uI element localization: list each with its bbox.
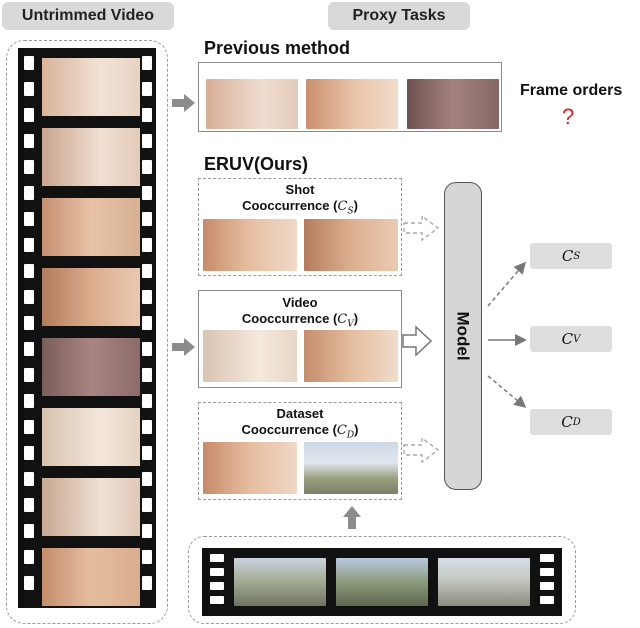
video-frame-2: [42, 128, 140, 186]
video-thumb-2: [304, 330, 398, 382]
previous-thumb-1: [206, 79, 298, 129]
video-frame-4: [42, 268, 140, 326]
dataset-frame-3: [438, 558, 530, 606]
shot-thumb-1: [203, 219, 297, 271]
video-frame-8: [42, 548, 140, 606]
eruv-ours-title: ERUV(Ours): [204, 154, 309, 174]
proxy-tasks-header-text: Proxy Tasks: [352, 7, 446, 24]
untrimmed-filmstrip: [18, 48, 156, 608]
video-label-line1: Video: [282, 295, 318, 310]
proxy-tasks-header: Proxy Tasks: [328, 2, 470, 30]
video-frame-7: [42, 478, 140, 536]
dataset-frame-2: [336, 558, 428, 606]
video-cooccurrence-box: [198, 290, 402, 388]
untrimmed-video-header-text: Untrimmed Video: [21, 7, 155, 24]
shot-cooccurrence-label: Shot Cooccurrence (CS): [198, 182, 402, 220]
video-frame-3: [42, 198, 140, 256]
previous-thumb-2: [306, 79, 398, 129]
shot-label-line1: Shot: [285, 182, 315, 197]
shot-label-line2: Cooccurrence (CS): [242, 198, 358, 217]
dataset-label-line1: Dataset: [276, 406, 324, 421]
untrimmed-video-header: Untrimmed Video: [2, 2, 174, 30]
arrow-to-ours-icon: [172, 338, 195, 356]
dataset-thumb-1: [203, 442, 297, 494]
previous-method-box: [198, 62, 502, 132]
dataset-up-arrow-icon: [343, 506, 361, 529]
video-to-model-arrow-icon: [402, 325, 432, 357]
video-frame-5: [42, 338, 140, 396]
question-mark: ?: [562, 104, 575, 129]
shot-to-model-arrow-icon: [403, 214, 440, 242]
shot-thumb-2: [304, 219, 398, 271]
video-thumb-1: [203, 330, 297, 382]
video-cooccurrence-label: Video Cooccurrence (CV): [198, 295, 402, 333]
untrimmed-video-container: [6, 40, 168, 624]
model-output-arrows: [487, 261, 527, 408]
video-frame-6: [42, 408, 140, 466]
video-label-line2: Cooccurrence (CV): [241, 311, 359, 330]
previous-thumb-3: [407, 79, 499, 129]
shot-cooccurrence-box: [198, 178, 402, 276]
dataset-filmstrip: [202, 548, 562, 616]
dataset-cooccurrence-label: Dataset Cooccurrence (CD): [198, 406, 402, 444]
dataset-thumb-2: [304, 442, 398, 494]
video-frame-1: [42, 58, 140, 116]
frame-orders-label: Frame orders: [520, 82, 623, 99]
dataset-videos-container: [188, 536, 576, 624]
dataset-frame-1: [234, 558, 326, 606]
filmstrip-sprocket-holes: [24, 56, 152, 590]
model-label: Model: [454, 311, 474, 361]
arrow-to-previous-icon: [172, 94, 195, 112]
previous-method-title: Previous method: [204, 38, 351, 58]
dataset-sprocket-holes: [210, 554, 554, 604]
model-block: Model: [444, 182, 482, 490]
dataset-cooccurrence-box: [198, 402, 402, 500]
dataset-label-line2: Cooccurrence (CD): [241, 422, 359, 441]
dataset-to-model-arrow-icon: [403, 436, 440, 464]
